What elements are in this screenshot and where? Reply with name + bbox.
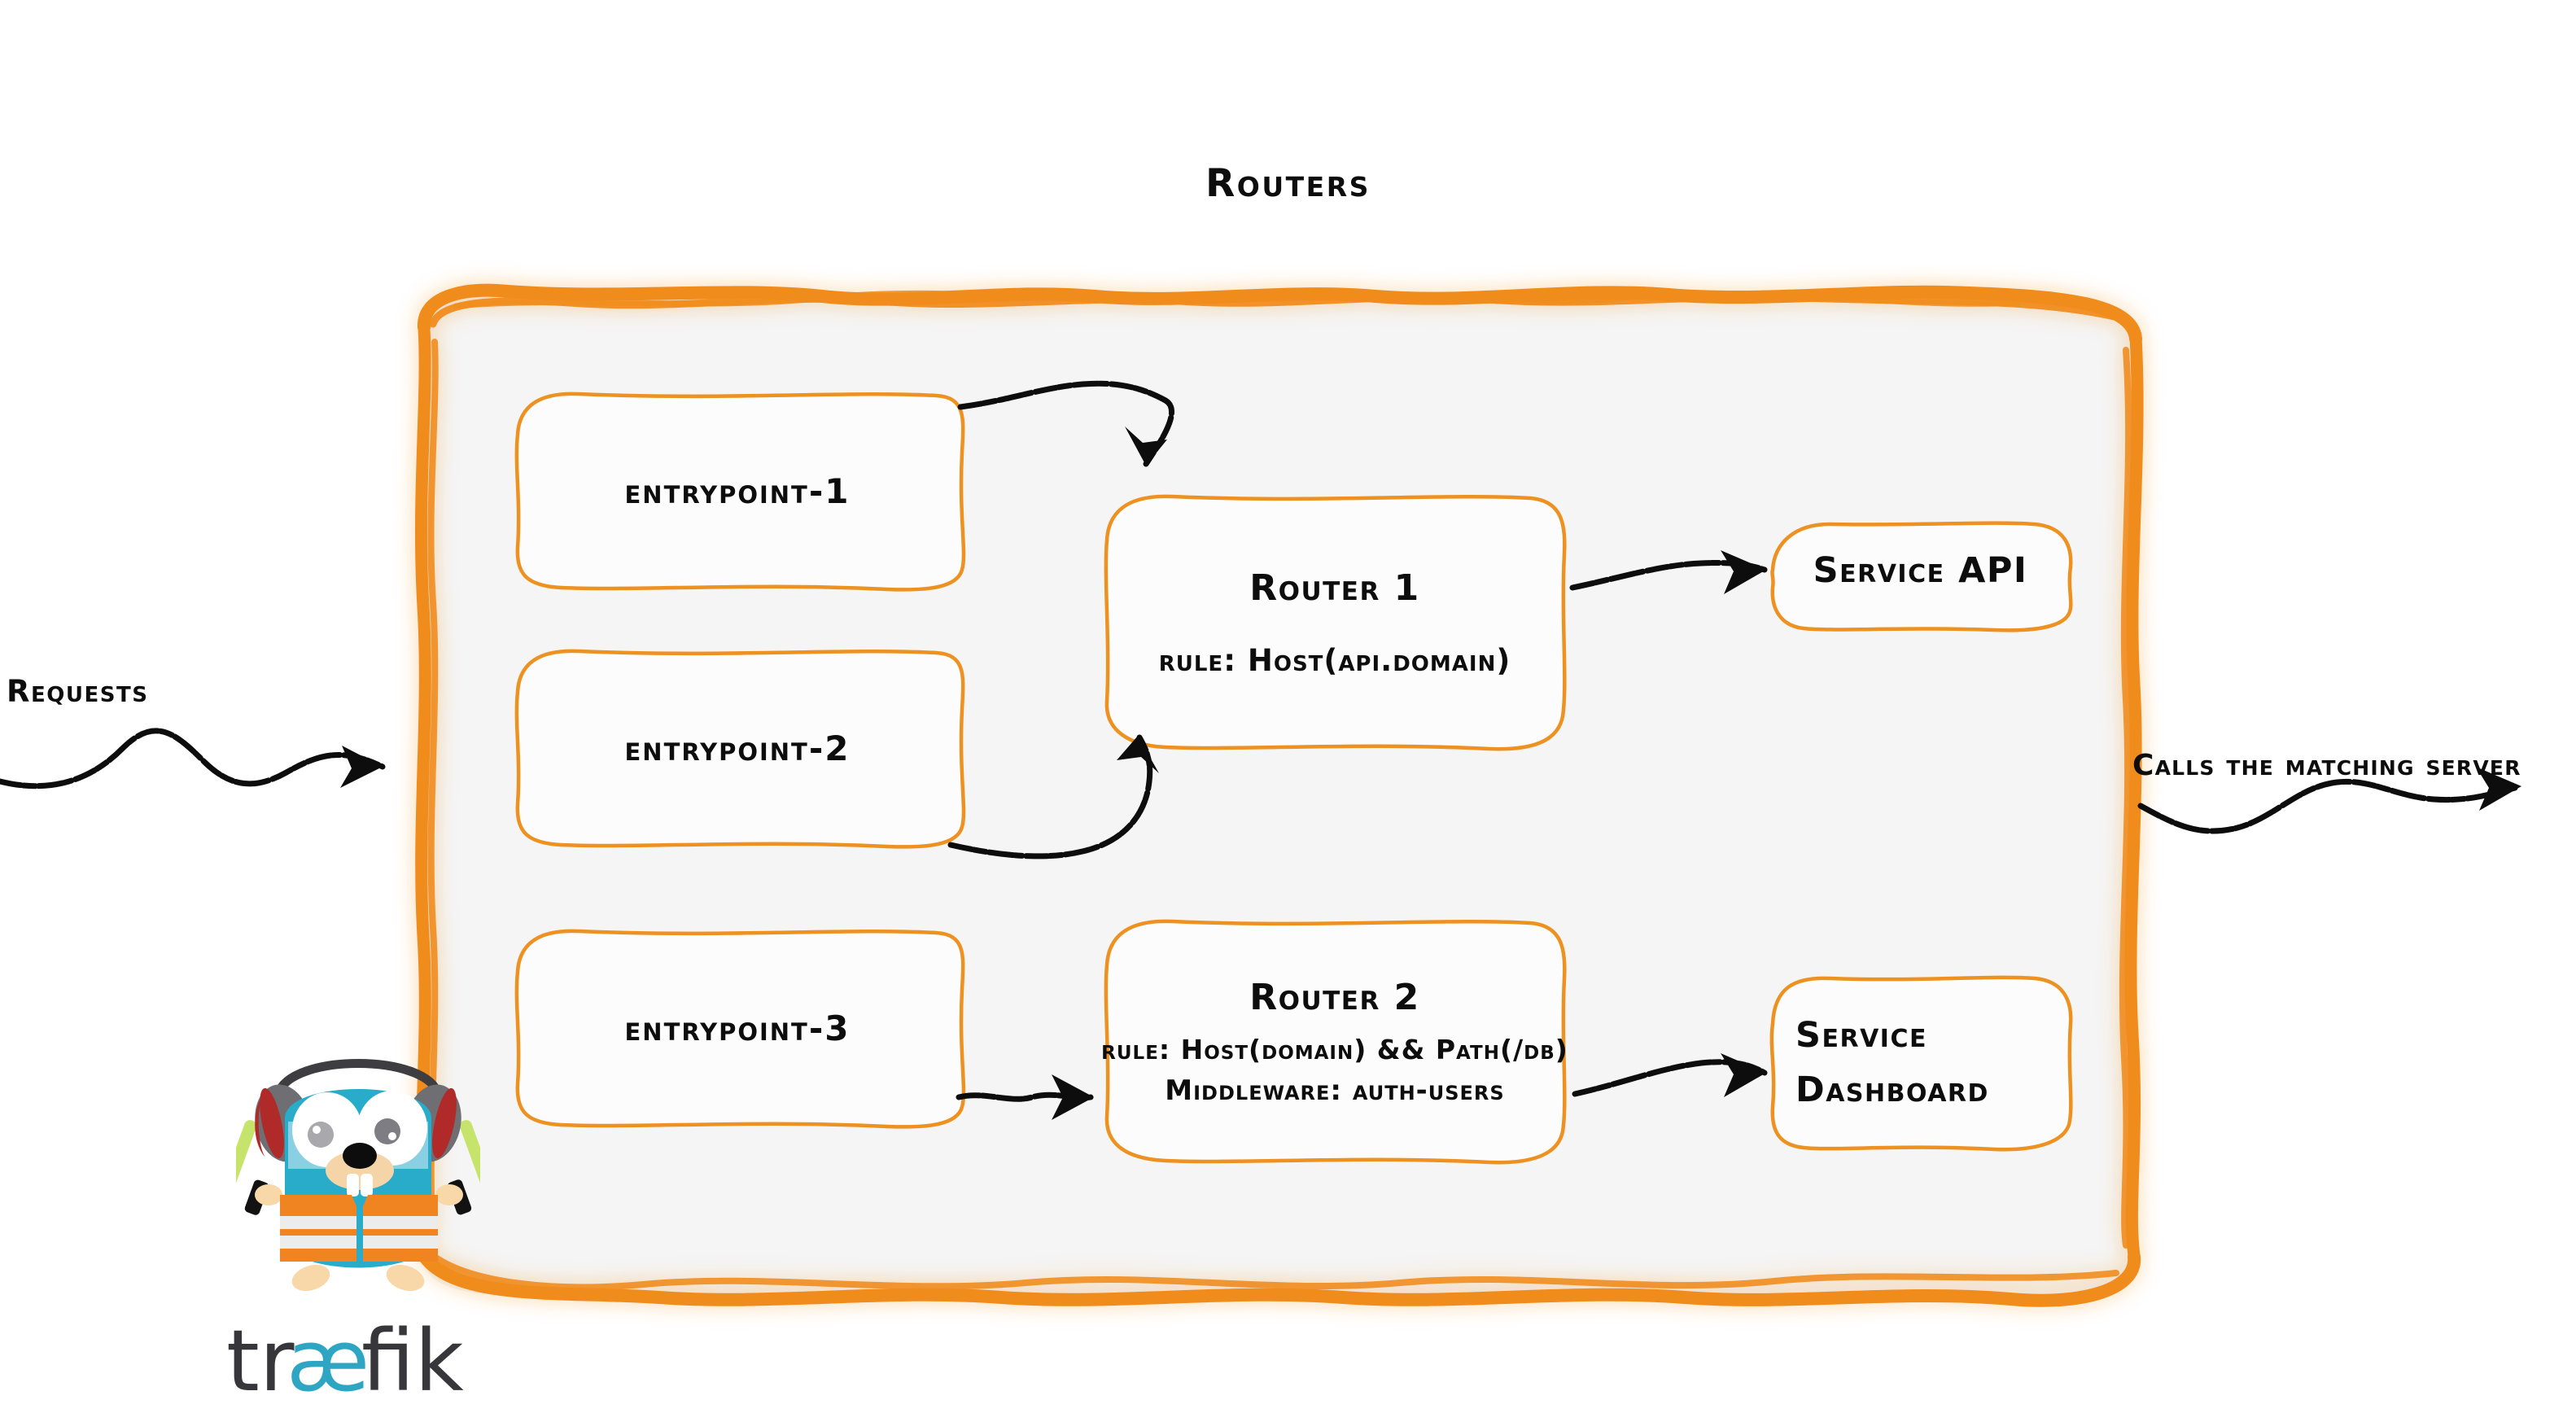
service-dashboard-label: Service Dashboard <box>1768 1008 1989 1117</box>
arrowheads <box>340 427 2521 1120</box>
wordmark-prefix: tr <box>226 1315 295 1411</box>
router-2-middleware: Middleware: auth-users <box>1165 1074 1505 1107</box>
service-dashboard-box[interactable]: Service Dashboard <box>1768 977 2073 1149</box>
gopher-hand-right <box>435 1184 463 1205</box>
router-1-title: Router 1 <box>1249 567 1420 609</box>
service-api-box[interactable]: Service API <box>1768 523 2073 619</box>
gopher-tooth-left <box>347 1174 359 1196</box>
entrypoint-2-label: entrypoint-2 <box>624 728 851 768</box>
wordmark-ligature: æ <box>286 1315 370 1411</box>
gopher-hand-left <box>255 1184 282 1205</box>
page-title-text: Routers <box>1205 161 1371 206</box>
requests-label: Requests <box>7 674 149 709</box>
router-1-rule: rule: Host(api.domain) <box>1158 643 1511 678</box>
arrow-requests <box>0 728 386 790</box>
calls-the-matching-server-label: Calls the matching server <box>2132 749 2521 782</box>
entrypoint-2-box[interactable]: entrypoint-2 <box>513 650 962 846</box>
service-api-label: Service API <box>1813 550 2028 591</box>
service-dashboard-line2: Dashboard <box>1795 1070 1989 1110</box>
entrypoint-1-label: entrypoint-1 <box>624 470 851 511</box>
traefik-wordmark: tr æ fik <box>226 1315 464 1411</box>
arrow-calls-server <box>2137 778 2518 834</box>
page-title: Routers <box>0 161 2576 206</box>
gopher-pupil-right <box>374 1118 400 1144</box>
gopher-foot-right <box>386 1264 425 1292</box>
router-2-title: Router 2 <box>1249 977 1420 1019</box>
gopher-tooth-right <box>361 1174 373 1196</box>
wordmark-suffix: fik <box>361 1315 464 1411</box>
safety-vest <box>280 1195 438 1262</box>
gopher-pupil-left <box>308 1122 334 1148</box>
router-1-box[interactable]: Router 1 rule: Host(api.domain) <box>1103 493 1567 752</box>
arrow-ep1-router1 <box>957 380 1174 467</box>
arrow-ep2-router1 <box>947 734 1153 860</box>
entrypoint-3-box[interactable]: entrypoint-3 <box>513 930 962 1126</box>
gopher-foot-left <box>291 1264 330 1292</box>
entrypoint-1-box[interactable]: entrypoint-1 <box>513 392 962 589</box>
gopher-muzzle <box>326 1151 394 1190</box>
traefik-gopher-mascot <box>221 1059 495 1292</box>
router-2-box[interactable]: Router 2 rule: Host(domain) && Path(/db)… <box>1101 918 1568 1170</box>
router-2-rule: rule: Host(domain) && Path(/db) <box>1101 1034 1568 1066</box>
traefik-logo: tr æ fik <box>221 1043 495 1411</box>
gopher-nose <box>343 1143 377 1169</box>
service-dashboard-line1: Service <box>1795 1015 1927 1056</box>
headphone-band <box>273 1059 443 1099</box>
entrypoint-3-label: entrypoint-3 <box>624 1008 851 1048</box>
